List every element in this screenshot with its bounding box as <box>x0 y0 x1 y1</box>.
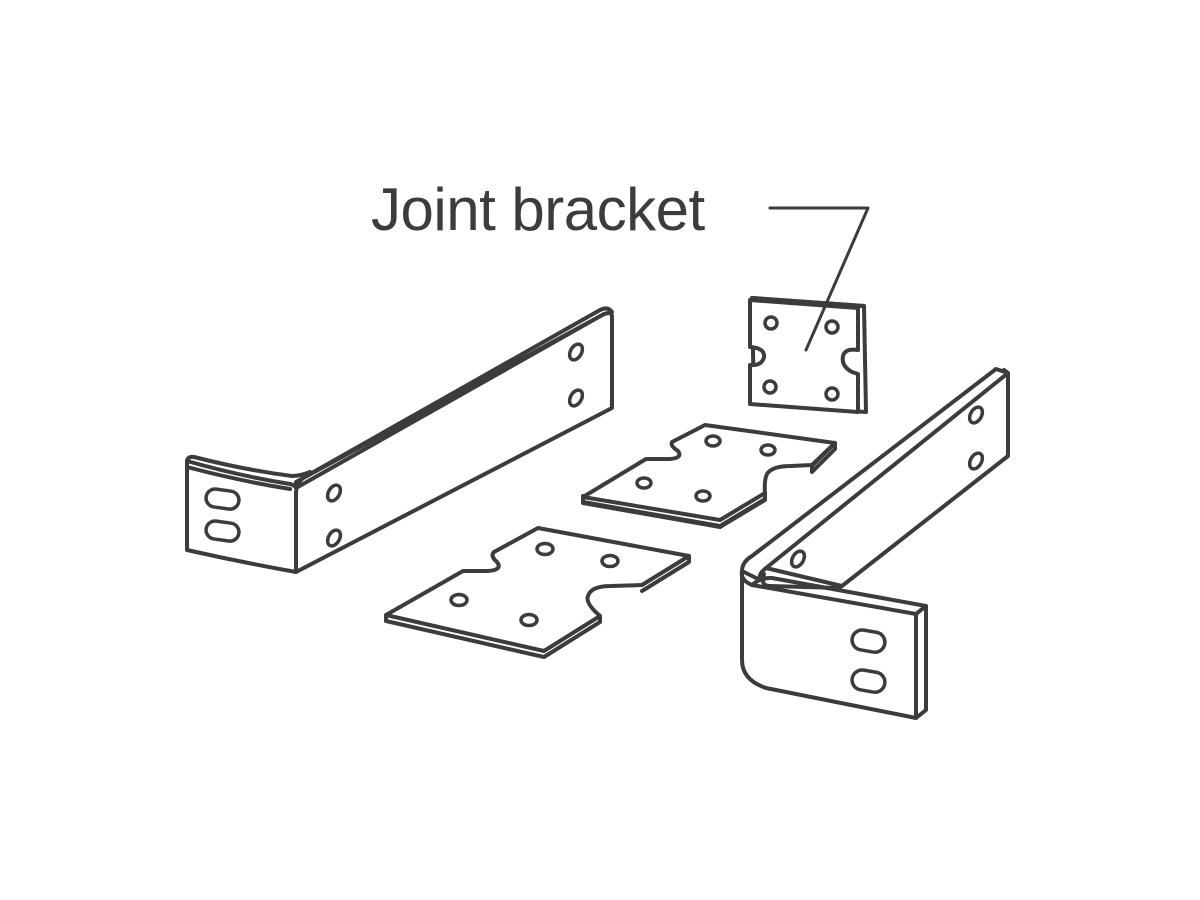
round-hole <box>824 319 840 335</box>
round-hole <box>694 489 712 503</box>
round-hole <box>763 315 779 331</box>
round-hole <box>789 549 807 569</box>
round-hole <box>567 388 585 408</box>
round-hole <box>325 528 343 548</box>
round-hole <box>967 405 985 425</box>
slot-hole <box>850 628 887 654</box>
slot-hole <box>204 487 241 511</box>
round-hole <box>824 386 840 402</box>
round-hole <box>759 443 777 457</box>
round-hole <box>325 483 343 503</box>
slot-hole <box>850 668 887 694</box>
left-mounting-bracket <box>185 306 614 574</box>
round-hole <box>567 342 585 362</box>
callout-label-joint-bracket: Joint bracket <box>371 176 705 243</box>
joint-bracket-part <box>748 296 868 414</box>
round-hole <box>762 379 778 395</box>
round-hole <box>704 434 722 448</box>
round-hole <box>600 553 620 569</box>
joint-plate-front <box>384 526 691 659</box>
slot-hole <box>204 519 241 543</box>
joint-plate-middle <box>581 423 837 529</box>
round-hole <box>967 451 985 471</box>
round-hole <box>535 541 555 557</box>
right-mounting-bracket <box>739 367 1010 720</box>
round-hole <box>449 592 469 608</box>
round-hole <box>635 476 653 490</box>
round-hole <box>519 612 539 628</box>
callout-leader-line <box>768 206 870 352</box>
